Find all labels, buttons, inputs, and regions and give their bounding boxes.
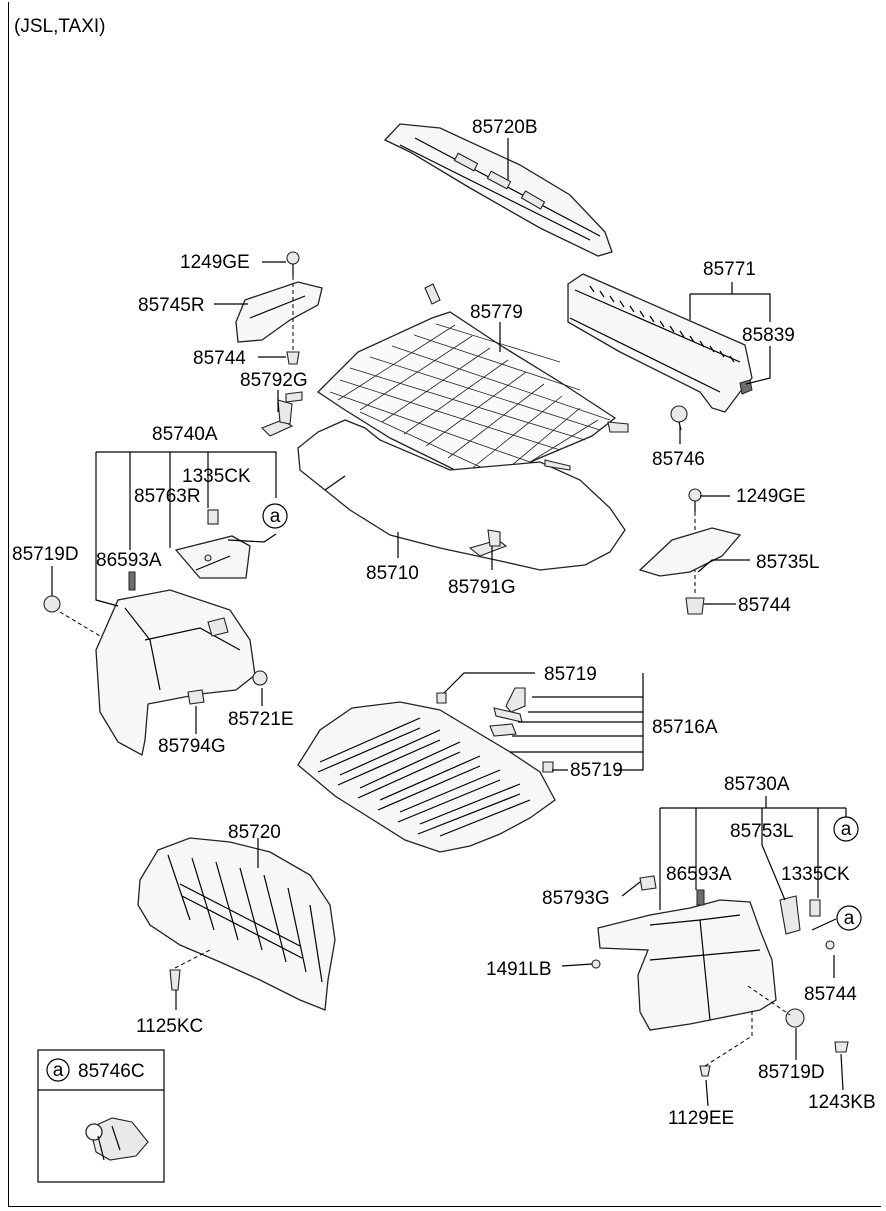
drawing-85791G: [468, 529, 508, 557]
legend-part-85746C: 85746C: [78, 1061, 145, 1082]
drawing-85740A: [43, 571, 268, 756]
label-85744-mid: 85744: [738, 595, 791, 616]
label-85793G: 85793G: [542, 888, 610, 909]
legend-box: a 85746C: [37, 1049, 165, 1183]
label-85745R: 85745R: [138, 295, 205, 316]
drawing-85839: [739, 379, 753, 395]
label-85719-bottom: 85719: [570, 760, 623, 781]
label-85740A: 85740A: [152, 424, 218, 445]
legend-marker: a: [53, 1060, 64, 1081]
leader-lines: [51, 138, 847, 1107]
drawing-85716A: [297, 687, 556, 853]
part-labels: 85720B 1249GE 85745R 85744 85792G 85771 …: [12, 117, 876, 1129]
callout-a-right-mid: a: [836, 905, 862, 931]
label-85794G: 85794G: [158, 736, 226, 757]
label-85730A: 85730A: [724, 774, 790, 795]
label-1491LB: 1491LB: [486, 959, 552, 980]
label-85746: 85746: [652, 449, 705, 470]
label-85719D-right: 85719D: [758, 1062, 825, 1083]
label-85719-top: 85719: [544, 664, 597, 685]
label-85720: 85720: [228, 822, 281, 843]
label-85753L: 85753L: [730, 821, 793, 842]
drawing-85745R: [235, 251, 323, 365]
diagram-frame: [8, 2, 881, 1207]
drawing-85746: [670, 405, 688, 431]
label-1249GE-right: 1249GE: [736, 486, 806, 507]
label-85763R: 85763R: [134, 486, 201, 507]
label-85792G: 85792G: [240, 370, 308, 391]
drawing-85746C: [85, 1117, 149, 1161]
drawing-85720B: [383, 123, 613, 257]
callout-a-right-top: a: [833, 816, 859, 842]
drawing-85735L: [638, 488, 742, 615]
label-86593A-left: 86593A: [96, 550, 162, 571]
label-85735L: 85735L: [756, 552, 819, 573]
label-85744-right: 85744: [804, 984, 857, 1005]
label-1129EE: 1129EE: [668, 1108, 734, 1129]
drawing-85710: [297, 419, 626, 571]
drawing-85730A: [591, 875, 849, 1077]
label-85791G: 85791G: [448, 577, 516, 598]
diagram-header: (JSL,TAXI): [14, 16, 106, 37]
label-85779: 85779: [470, 302, 523, 323]
label-1243KB: 1243KB: [808, 1092, 876, 1113]
label-85839: 85839: [742, 325, 795, 346]
label-85716A: 85716A: [652, 717, 718, 738]
label-85721E: 85721E: [228, 709, 294, 730]
label-1249GE-top: 1249GE: [180, 252, 250, 273]
drawing-85771: [567, 273, 753, 413]
drawing-85779: [285, 283, 629, 513]
label-85744-top: 85744: [193, 348, 246, 369]
callout-a-left: a: [262, 503, 288, 529]
svg-text:a: a: [844, 908, 855, 929]
label-1125KC: 1125KC: [136, 1016, 203, 1037]
label-86593A-right: 86593A: [666, 864, 732, 885]
svg-text:a: a: [841, 819, 852, 840]
drawing-85792G: [261, 399, 294, 437]
label-85719D-left: 85719D: [12, 544, 79, 565]
label-85771: 85771: [703, 259, 756, 280]
label-85720B: 85720B: [472, 117, 538, 138]
svg-text:a: a: [270, 506, 281, 527]
label-85710: 85710: [366, 563, 419, 584]
label-1335CK-left: 1335CK: [182, 466, 251, 487]
label-1335CK-right: 1335CK: [781, 864, 850, 885]
drawing-85763R: [174, 509, 251, 579]
drawing-85720: [137, 837, 336, 1011]
